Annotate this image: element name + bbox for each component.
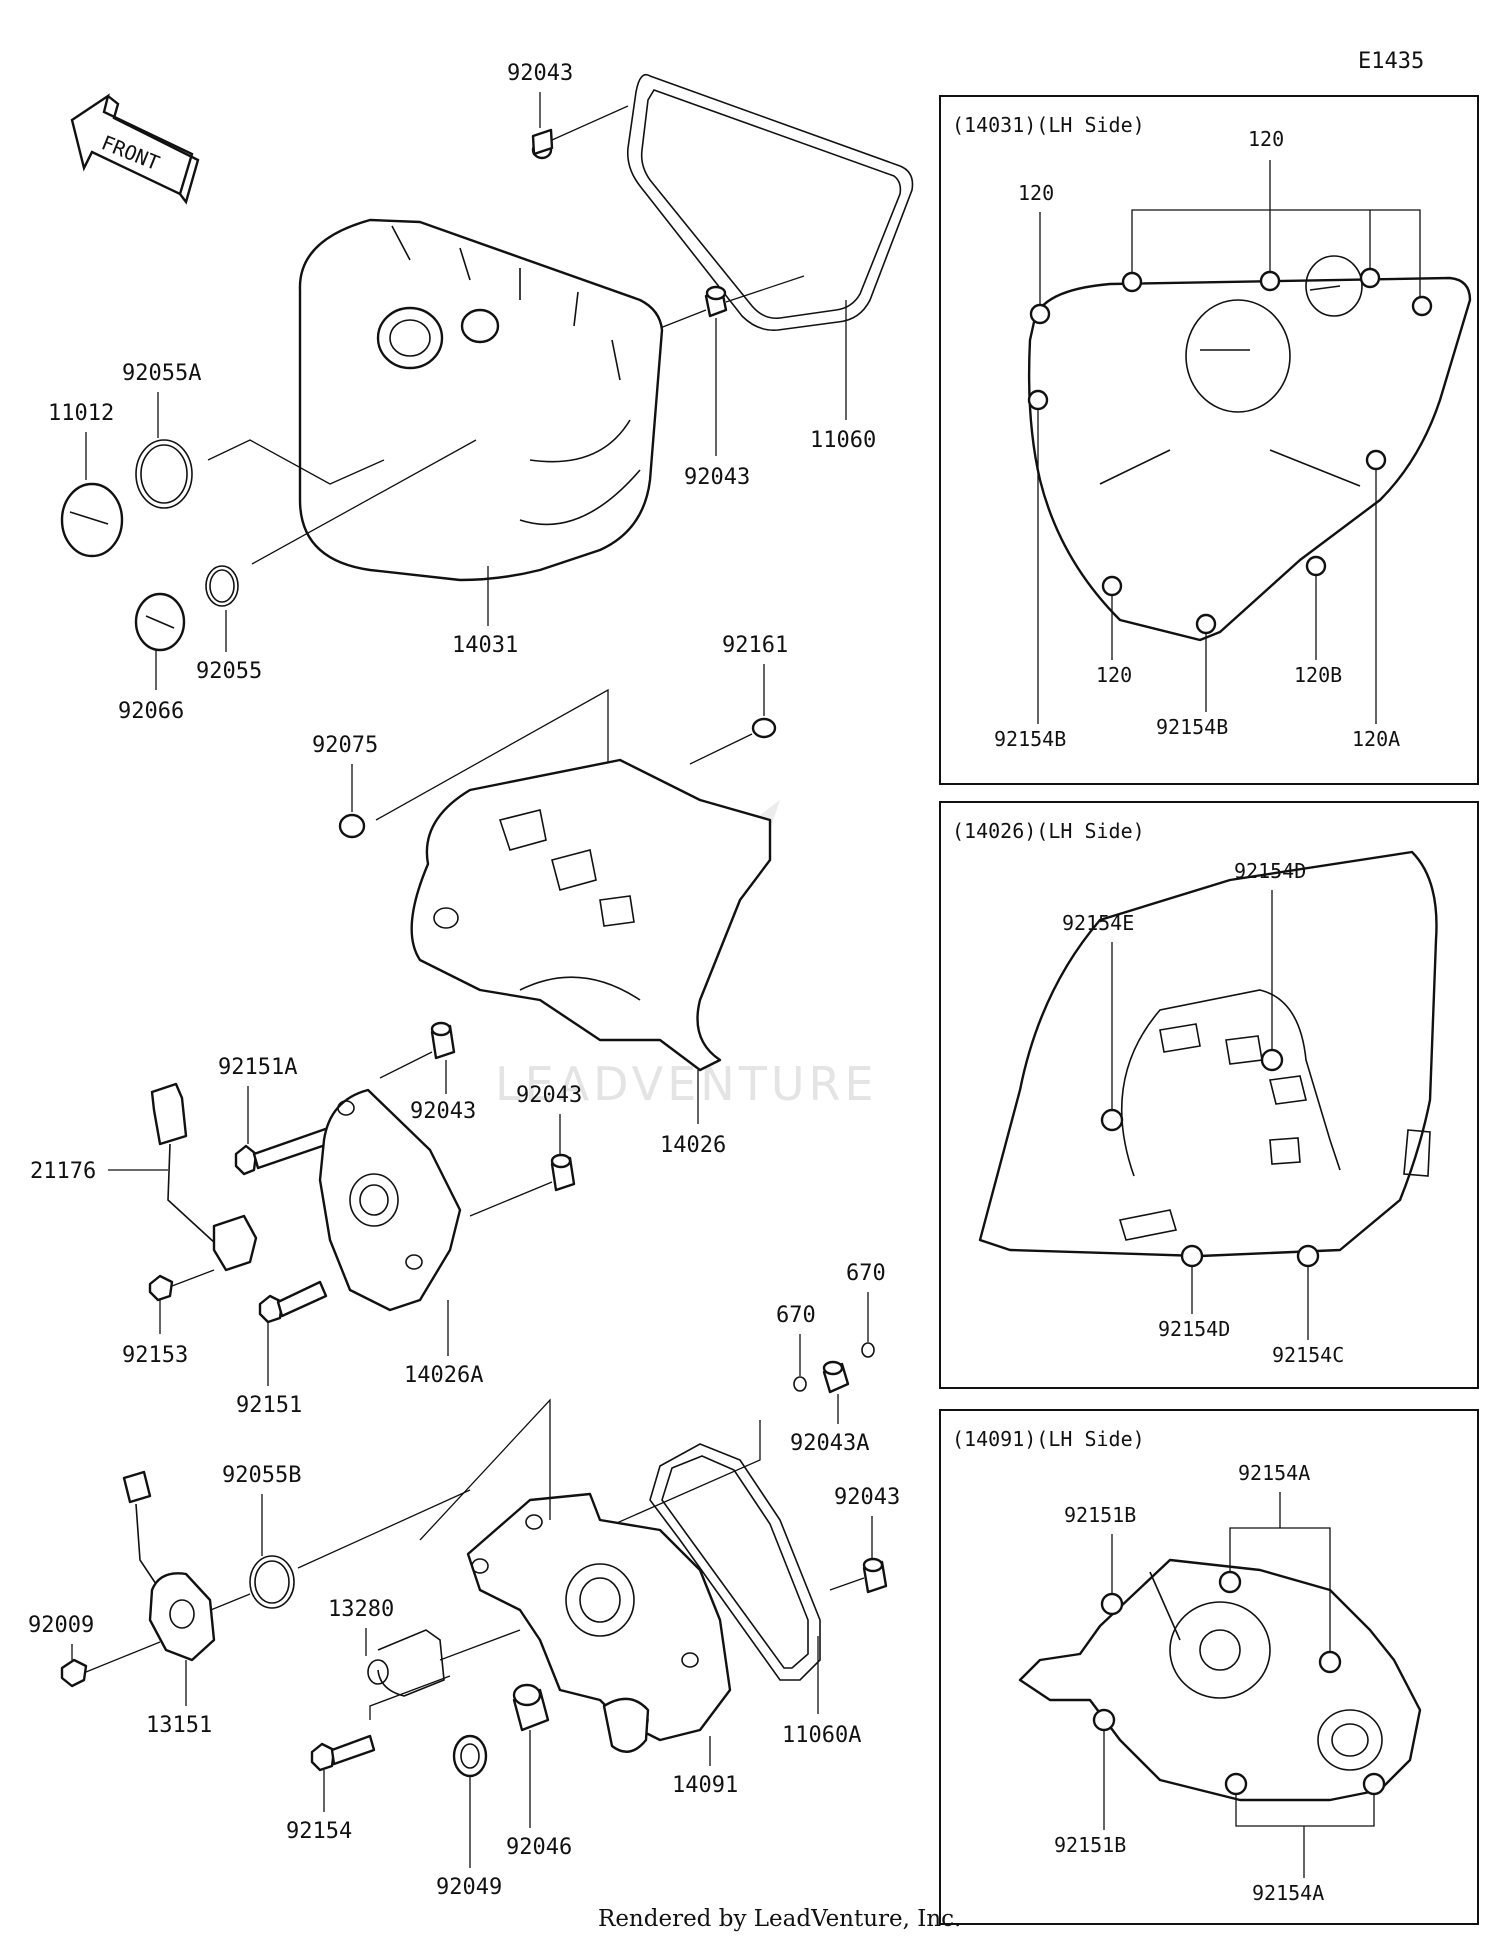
part-label-92046: 92046	[506, 1835, 572, 1860]
part-label-92161: 92161	[722, 633, 788, 658]
detail-label-120-bottom: 120	[1096, 663, 1132, 687]
washer-670-a	[793, 1376, 807, 1392]
part-label-670-a: 670	[776, 1303, 816, 1328]
detail-label-92154b-center: 92154B	[1156, 715, 1228, 739]
screw-92009	[60, 1641, 161, 1688]
bearing-92046	[512, 1683, 550, 1732]
watermark-text: LEADVENTURE	[495, 1057, 878, 1111]
detail-label-92151b-bottom: 92151B	[1054, 1833, 1126, 1857]
part-label-92055b: 92055B	[222, 1463, 301, 1488]
detail-label-92154d-top: 92154D	[1234, 859, 1306, 883]
detail-label-92154c: 92154C	[1272, 1343, 1344, 1367]
part-label-14091: 14091	[672, 1773, 738, 1798]
detail-label-92154a-top: 92154A	[1238, 1461, 1310, 1485]
gasket-11060a	[649, 1443, 821, 1681]
sensor-21176	[150, 1082, 258, 1272]
part-label-92154: 92154	[286, 1819, 352, 1844]
detail-label-92154a-bottom: 92154A	[1252, 1881, 1324, 1905]
part-label-11012: 11012	[48, 401, 114, 426]
bracket-14026a	[318, 1088, 462, 1312]
part-label-21176: 21176	[30, 1159, 96, 1184]
bolt-92151a	[234, 1124, 342, 1176]
bolt-92151	[258, 1280, 328, 1324]
part-label-14031: 14031	[452, 633, 518, 658]
dowel-pin-bracket-b	[550, 1153, 576, 1192]
part-label-92151a: 92151A	[218, 1055, 297, 1080]
clutch-cover-14031	[298, 218, 664, 582]
sensor-13151	[122, 1470, 216, 1662]
part-label-92043-e: 92043	[834, 1485, 900, 1510]
detail-label-92154d-bottom: 92154D	[1158, 1317, 1230, 1341]
part-label-92066: 92066	[118, 699, 184, 724]
o-ring-92055a	[135, 439, 193, 509]
part-label-14026a: 14026A	[404, 1363, 483, 1388]
cover-detail-14031	[1027, 255, 1472, 642]
housing-14091	[466, 1492, 732, 1753]
detail-label-92154e: 92154E	[1062, 911, 1134, 935]
part-label-92075: 92075	[312, 733, 378, 758]
part-label-92055a: 92055A	[122, 361, 201, 386]
front-arrow-icon: FRONT	[70, 93, 200, 205]
seal-92049	[452, 1734, 488, 1778]
detail-label-92151b-top: 92151B	[1064, 1503, 1136, 1527]
washer-92161	[751, 717, 777, 739]
part-label-92043-b: 92043	[684, 465, 750, 490]
part-label-670-b: 670	[846, 1261, 886, 1286]
gasket-11060	[626, 73, 914, 332]
housing-detail-14091	[1018, 1558, 1422, 1802]
diagram-code: E1435	[1358, 49, 1424, 74]
washer-670-b	[861, 1342, 875, 1358]
part-label-92043-c: 92043	[410, 1099, 476, 1124]
part-label-11060: 11060	[810, 428, 876, 453]
part-label-92153: 92153	[122, 1343, 188, 1368]
clip-13280	[367, 1629, 445, 1697]
detail-label-92154b-left: 92154B	[994, 727, 1066, 751]
footer-credit: Rendered by LeadVenture, Inc.	[598, 1906, 961, 1932]
dowel-pin-bracket-a	[430, 1021, 456, 1060]
detail-panel-14031-title: (14031)(LH Side)	[952, 113, 1145, 137]
part-label-92151: 92151	[236, 1393, 302, 1418]
detail-label-120-top: 120	[1248, 127, 1284, 151]
detail-label-120b: 120B	[1294, 663, 1342, 687]
bolt-92153	[148, 1269, 215, 1302]
part-label-92043a: 92043A	[790, 1431, 869, 1456]
part-label-92009: 92009	[28, 1613, 94, 1638]
washer-92075	[338, 813, 366, 839]
bolt-92154	[310, 1734, 376, 1772]
sprocket-cover-14026	[410, 758, 772, 1072]
part-label-92043-a: 92043	[507, 61, 573, 86]
dowel-pin-mid	[649, 275, 805, 333]
part-label-13280: 13280	[328, 1597, 394, 1622]
part-label-14026: 14026	[660, 1133, 726, 1158]
dowel-pin-top	[531, 105, 629, 160]
part-label-13151: 13151	[146, 1713, 212, 1738]
part-label-11060a: 11060A	[782, 1723, 861, 1748]
sprocket-cover-detail-14026	[978, 850, 1438, 1258]
part-label-92043-d: 92043	[516, 1083, 582, 1108]
o-ring-92055b	[249, 1555, 295, 1609]
detail-label-120-left: 120	[1018, 181, 1054, 205]
detail-panel-14091-title: (14091)(LH Side)	[952, 1427, 1145, 1451]
o-ring-92055	[205, 565, 239, 607]
bolt-heads-14031	[1027, 267, 1433, 635]
dowel-pin-92043a	[822, 1360, 850, 1394]
plug-92066	[134, 592, 186, 652]
dowel-pin-bottom	[829, 1557, 888, 1594]
cap-11012	[60, 482, 124, 558]
part-label-92055: 92055	[196, 659, 262, 684]
part-label-92049: 92049	[436, 1875, 502, 1900]
detail-label-120a: 120A	[1352, 727, 1400, 751]
detail-panel-14026-title: (14026)(LH Side)	[952, 819, 1145, 843]
